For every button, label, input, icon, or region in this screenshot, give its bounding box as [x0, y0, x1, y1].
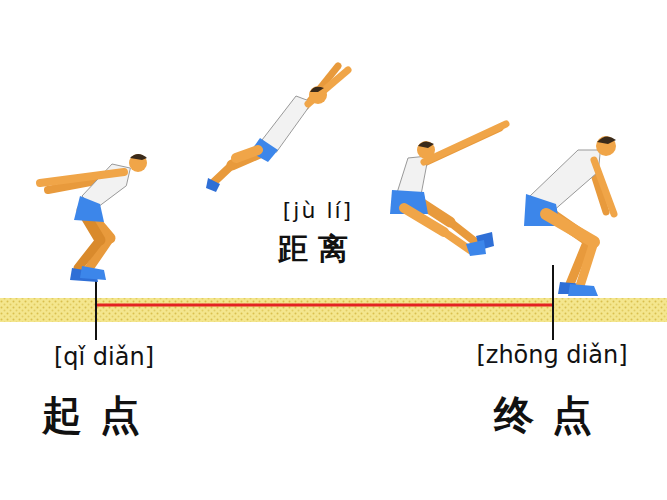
pinyin-label: [zhōnɡ diǎn] [476, 342, 627, 370]
jumper-squat [524, 136, 616, 296]
jumper-landing [390, 124, 506, 256]
pinyin-label: [jù lí] [283, 198, 353, 223]
term-label: 起点 [42, 392, 158, 438]
term-label: 终点 [494, 392, 610, 438]
pinyin-label: [qǐ diǎn] [54, 344, 154, 372]
end-tick [552, 265, 554, 340]
term-label: 距离 [278, 232, 358, 267]
jumper-flight [206, 66, 348, 192]
distance-line [96, 304, 553, 307]
jumper-crouch [40, 154, 147, 282]
ground-strip [0, 298, 667, 322]
